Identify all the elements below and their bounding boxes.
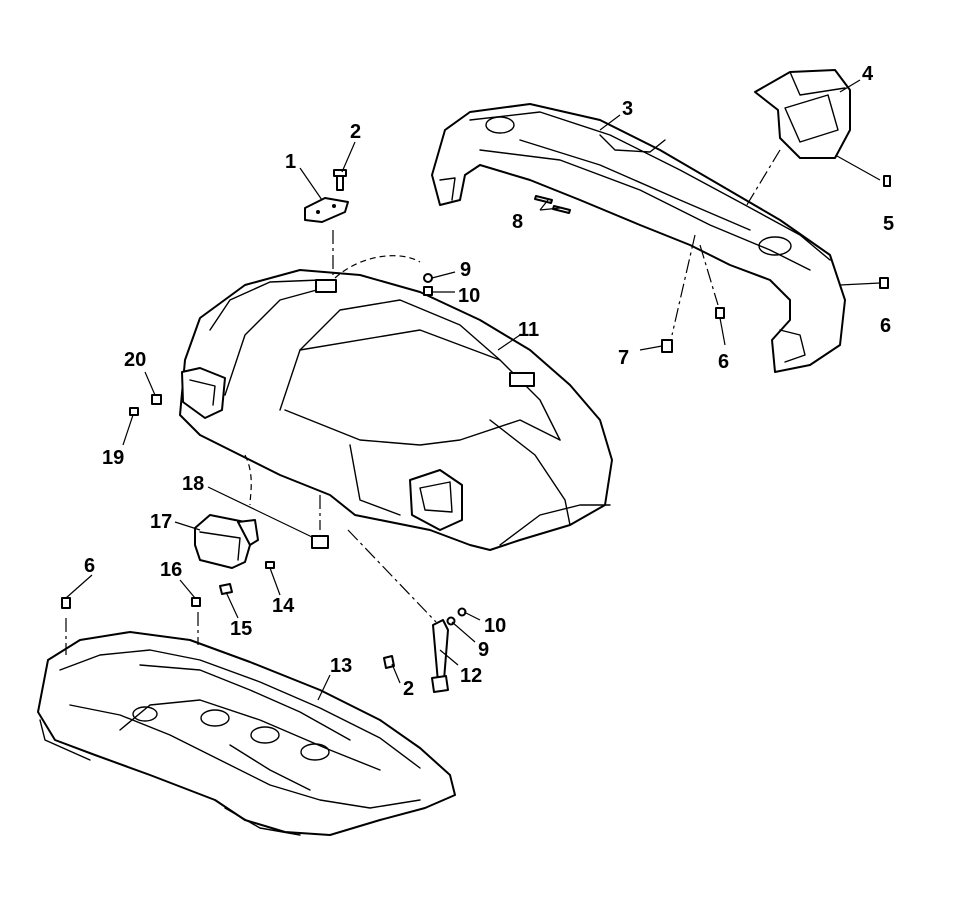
latch-strap-part bbox=[431, 619, 449, 693]
leader-lines bbox=[65, 79, 881, 701]
callout-2: 2 bbox=[350, 121, 361, 143]
callout-14: 14 bbox=[272, 595, 295, 617]
callout-9: 9 bbox=[478, 639, 489, 661]
callout-6: 6 bbox=[718, 351, 729, 373]
assembly-lines bbox=[65, 149, 781, 655]
bracket-part bbox=[304, 197, 349, 223]
callout-6: 6 bbox=[880, 315, 891, 337]
callout-9: 9 bbox=[460, 259, 471, 281]
callout-3: 3 bbox=[622, 98, 633, 120]
callout-6: 6 bbox=[84, 555, 95, 577]
callout-2: 2 bbox=[403, 678, 414, 700]
callout-7: 7 bbox=[618, 347, 629, 369]
callout-19: 19 bbox=[102, 447, 124, 469]
callout-1: 1 bbox=[285, 151, 296, 173]
callout-10: 10 bbox=[484, 615, 506, 637]
callout-17: 17 bbox=[150, 511, 172, 533]
callout-15: 15 bbox=[230, 618, 252, 640]
callout-4: 4 bbox=[862, 63, 874, 85]
floor-tray-part bbox=[37, 631, 456, 836]
light-housing-part bbox=[194, 514, 259, 569]
body-hood-part bbox=[179, 269, 613, 551]
callout-11: 11 bbox=[518, 319, 539, 341]
callout-labels: 1 2 3 4 5 6 6 7 6 8 9 10 11 20 19 18 17 … bbox=[84, 63, 894, 700]
callout-18: 18 bbox=[182, 473, 204, 495]
callout-16: 16 bbox=[160, 559, 182, 581]
callout-10: 10 bbox=[458, 285, 480, 307]
callout-5: 5 bbox=[883, 213, 894, 235]
hardware-parts bbox=[61, 169, 891, 669]
callout-8: 8 bbox=[512, 211, 523, 233]
callout-13: 13 bbox=[330, 655, 352, 677]
deflector-part bbox=[754, 69, 851, 159]
rear-bumper-part bbox=[431, 103, 846, 373]
callout-20: 20 bbox=[124, 349, 146, 371]
callout-12: 12 bbox=[460, 665, 482, 687]
